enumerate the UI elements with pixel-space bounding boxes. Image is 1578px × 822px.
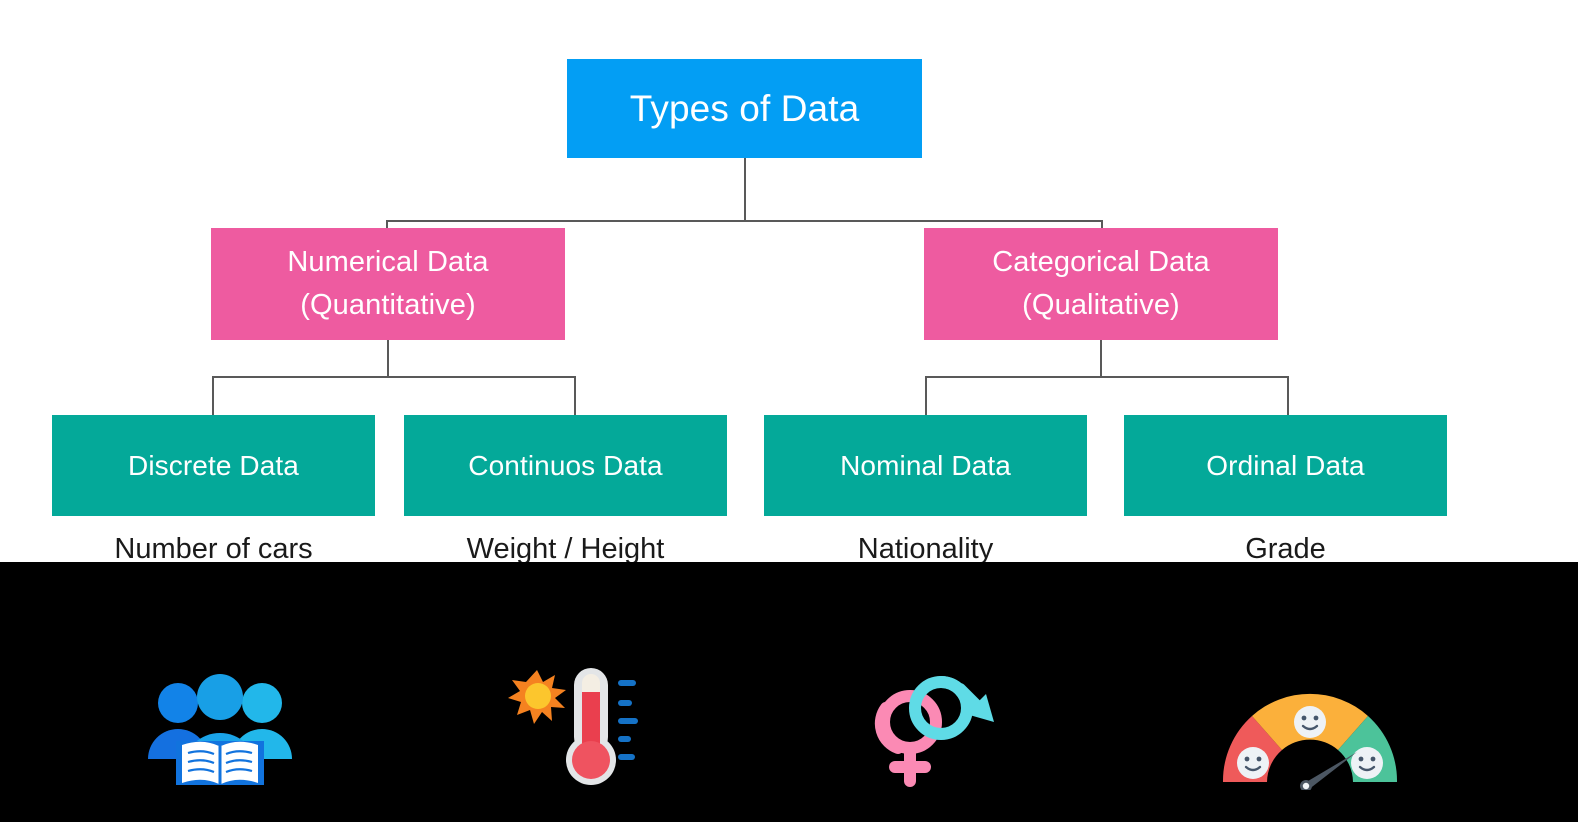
node-nominal-data[interactable]: Nominal Data: [764, 415, 1087, 516]
node-ordinal-data[interactable]: Ordinal Data: [1124, 415, 1447, 516]
satisfaction-gauge-icon: [1215, 690, 1405, 790]
node-label: Discrete Data: [128, 449, 299, 481]
connector-root-stem: [744, 158, 746, 221]
connector-to-ordinal: [1287, 376, 1289, 416]
node-label-line2: (Qualitative): [1022, 289, 1180, 321]
node-numerical-data[interactable]: Numerical Data (Quantitative): [211, 228, 565, 340]
node-label-line2: (Quantitative): [300, 289, 476, 321]
connector-numerical-stem: [387, 340, 389, 377]
example-caption-discrete: Number of cars: [114, 533, 313, 565]
node-continuos-data[interactable]: Continuos Data: [404, 415, 727, 516]
thermometer-sun-icon: [500, 660, 660, 790]
connector-to-continuous: [574, 376, 576, 416]
connector-to-categorical: [1101, 220, 1103, 229]
gender-symbols-icon: [862, 660, 1012, 790]
connector-to-discrete: [212, 376, 214, 416]
node-categorical-data[interactable]: Categorical Data (Qualitative): [924, 228, 1278, 340]
example-caption-continuous: Weight / Height: [466, 533, 665, 565]
node-label: Continuos Data: [468, 449, 663, 481]
connector-numerical-bus: [212, 376, 576, 378]
example-caption-nominal: Nationality: [857, 533, 994, 565]
node-label: Ordinal Data: [1206, 449, 1365, 481]
node-label: Nominal Data: [840, 449, 1011, 481]
connector-to-nominal: [925, 376, 927, 416]
people-group-book-icon: [135, 655, 305, 785]
connector-to-numerical: [386, 220, 388, 229]
node-label: Types of Data: [629, 87, 860, 129]
connector-level2-bus: [386, 220, 1103, 222]
example-caption-ordinal: Grade: [1245, 533, 1326, 565]
node-types-of-data[interactable]: Types of Data: [567, 59, 922, 158]
node-label-line1: Numerical Data: [287, 245, 489, 278]
connector-categorical-stem: [1100, 340, 1102, 377]
node-discrete-data[interactable]: Discrete Data: [52, 415, 375, 516]
node-label-line1: Categorical Data: [992, 245, 1210, 278]
connector-categorical-bus: [925, 376, 1289, 378]
